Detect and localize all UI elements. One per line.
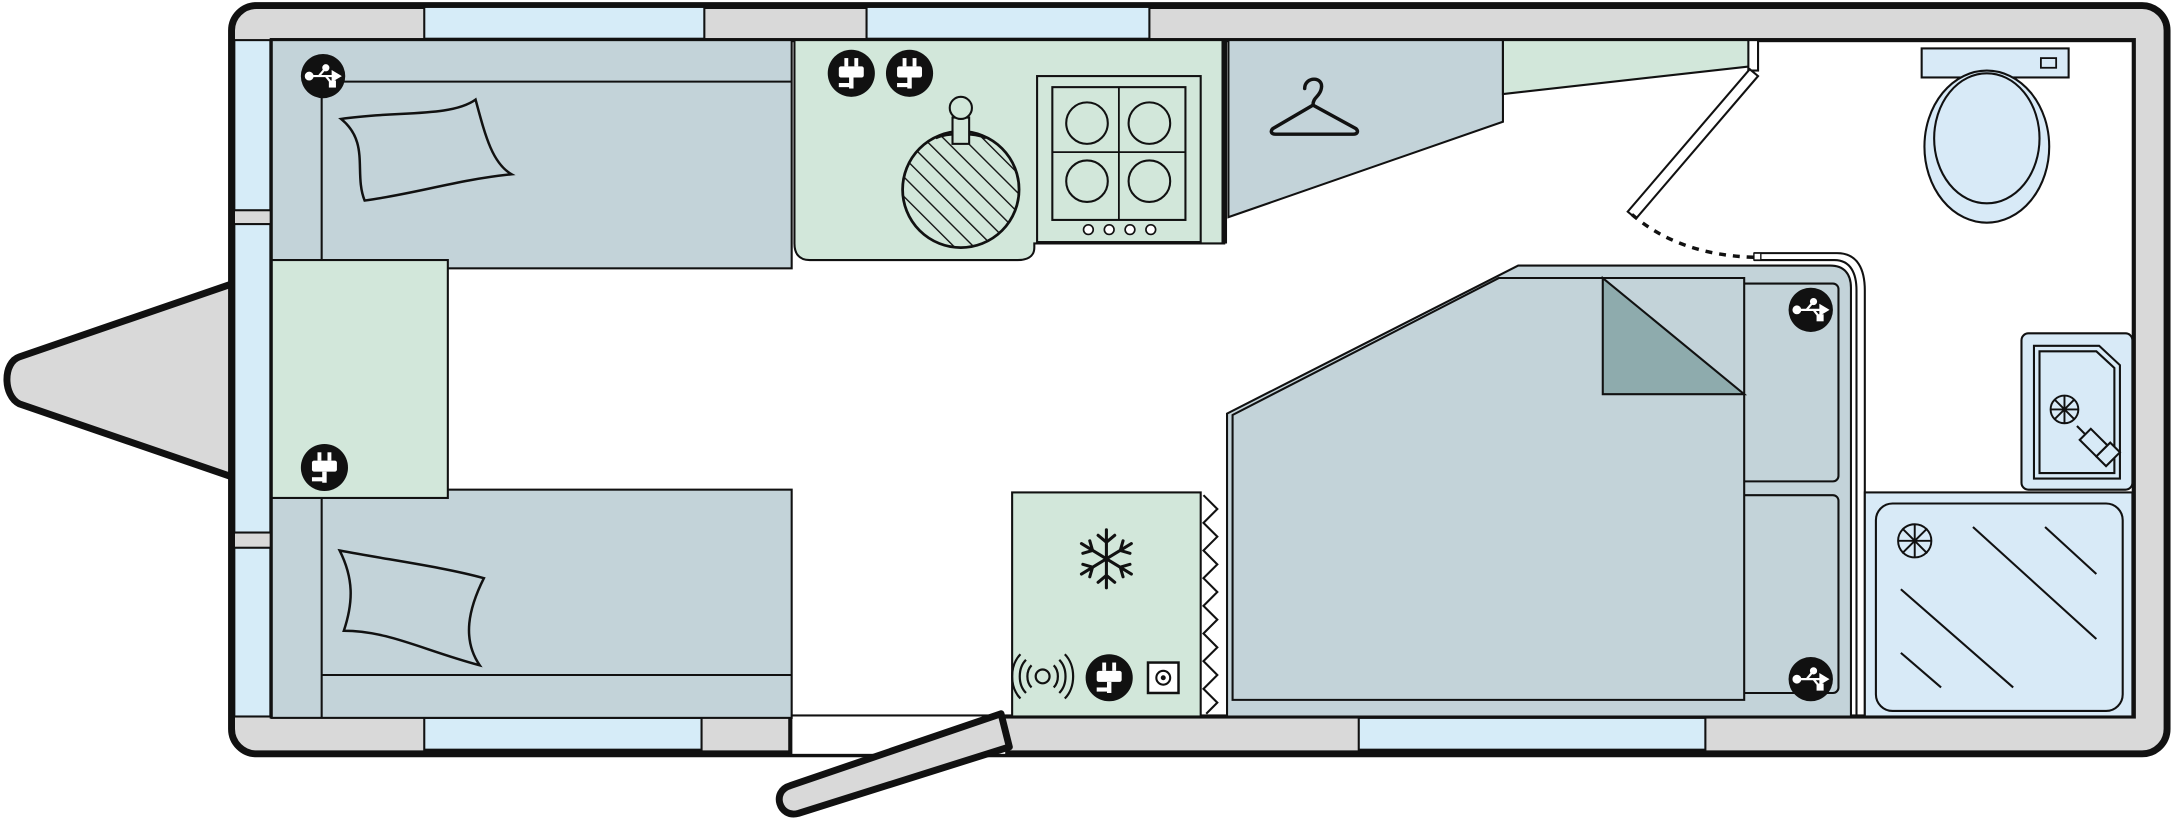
front-bed-top xyxy=(270,39,793,270)
wireless-charging-icon xyxy=(1011,653,1075,700)
sink-tap-icon xyxy=(948,95,973,120)
cooker-hob-icon xyxy=(1036,75,1202,244)
usb-icon xyxy=(1788,287,1833,332)
sink-tap-icon xyxy=(2076,425,2122,468)
pillow xyxy=(337,548,486,668)
bed-corner-fold xyxy=(1601,275,1748,396)
window-front-mid xyxy=(233,223,272,534)
wardrobe xyxy=(1227,39,1504,219)
window-top-center xyxy=(865,5,1151,40)
usb-icon xyxy=(1788,657,1833,702)
front-bed-bottom xyxy=(270,488,793,719)
shower-tray xyxy=(1863,491,2134,718)
snowflake-icon xyxy=(1079,528,1133,590)
entrance-door[interactable] xyxy=(775,710,1013,818)
windows xyxy=(233,5,1707,751)
power-plug-icon xyxy=(885,49,934,97)
window-bottom-left xyxy=(423,716,703,751)
coat-hanger-icon xyxy=(1269,77,1360,136)
window-bottom-right xyxy=(1357,716,1707,751)
plug-hole-icon xyxy=(2049,394,2080,425)
window-top-left xyxy=(423,5,706,40)
usb-icon xyxy=(300,53,346,99)
power-plug-icon xyxy=(827,49,875,97)
power-plug-icon xyxy=(1085,654,1133,702)
toilet-icon xyxy=(1920,47,2070,224)
window-front-lower xyxy=(233,546,272,718)
power-plug-icon xyxy=(300,444,349,492)
window-front-upper xyxy=(233,39,272,212)
pillow xyxy=(338,97,516,202)
bedside-table xyxy=(270,259,449,499)
plug-hole-icon xyxy=(1897,523,1933,559)
kitchen-sink xyxy=(901,95,1021,249)
tv-socket-icon xyxy=(1146,661,1180,695)
bed-storage-edge xyxy=(1201,494,1219,715)
washbasin xyxy=(2020,332,2134,491)
tow-hitch xyxy=(3,280,237,481)
